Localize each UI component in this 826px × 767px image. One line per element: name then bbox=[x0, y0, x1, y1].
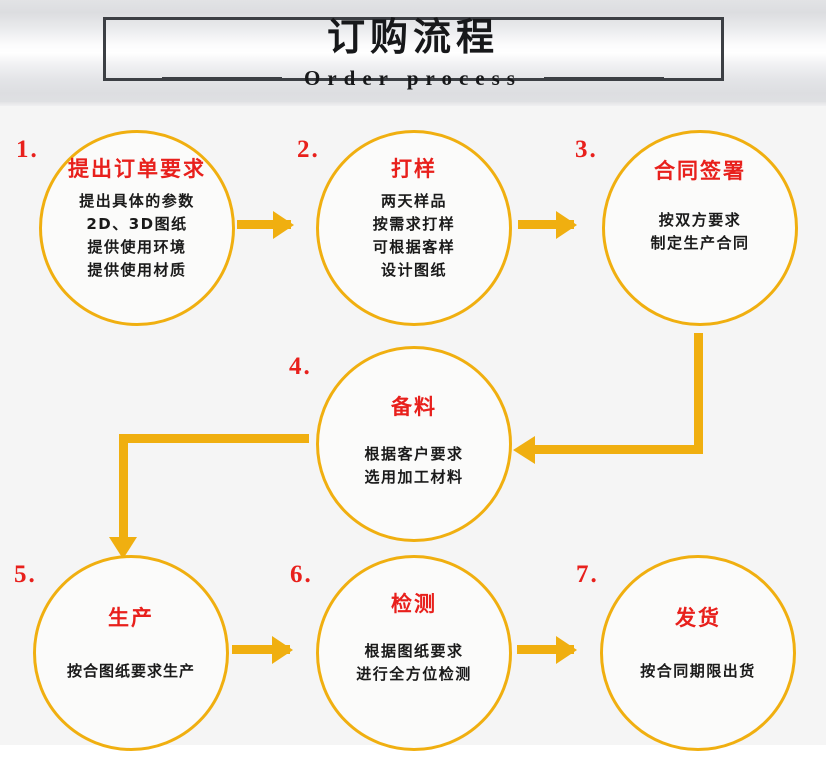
step-detail-list-3: 按双方要求 制定生产合同 bbox=[650, 209, 749, 255]
elbow-arrowhead-left bbox=[513, 436, 535, 464]
step-detail-list-6: 根据图纸要求 进行全方位检测 bbox=[356, 640, 472, 686]
process-step-node-4[interactable]: 备料 根据客户要求 选用加工材料 bbox=[316, 346, 512, 542]
elbow-horizontal-segment bbox=[533, 445, 703, 454]
step-detail-line: 根据客户要求 bbox=[364, 445, 464, 463]
step-title-2: 打样 bbox=[391, 157, 437, 181]
step-number-3: 3. bbox=[575, 136, 598, 163]
step-detail-line: 设计图纸 bbox=[380, 261, 447, 279]
subtitle-rule-right bbox=[543, 76, 664, 80]
arrow-step6-to-step7-icon bbox=[517, 645, 574, 654]
step-detail-line: 可根据客样 bbox=[372, 238, 456, 256]
elbow-vertical-segment bbox=[694, 333, 703, 445]
step-detail-line: 按合图纸要求生产 bbox=[66, 662, 195, 680]
step-title-4: 备料 bbox=[391, 395, 437, 419]
arrow-step5-to-step6-icon bbox=[232, 645, 290, 654]
page-title: 订购流程 bbox=[326, 15, 499, 59]
flow-board: 1. 2. 3. 4. 5. 6. 7. 提出订单要求 提出具体的参数 2D、3… bbox=[0, 106, 826, 751]
elbow-vertical-segment bbox=[119, 434, 128, 538]
step-detail-list-2: 两天样品 按需求打样 可根据客样 设计图纸 bbox=[373, 190, 456, 282]
step-number-4: 4. bbox=[289, 353, 312, 380]
step-title-7: 发货 bbox=[675, 606, 721, 630]
step-detail-line: 2D、3D图纸 bbox=[86, 215, 188, 233]
step-detail-line: 选用加工材料 bbox=[364, 468, 464, 486]
step-detail-line: 提出具体的参数 bbox=[79, 192, 195, 210]
step-detail-line: 制定生产合同 bbox=[650, 234, 750, 252]
subtitle-rule-left bbox=[162, 76, 283, 80]
step-detail-list-4: 根据客户要求 选用加工材料 bbox=[364, 443, 463, 489]
step-detail-list-5: 按合图纸要求生产 bbox=[67, 660, 195, 683]
elbow-horizontal-segment bbox=[119, 434, 309, 443]
step-number-5: 5. bbox=[14, 561, 37, 588]
step-number-1: 1. bbox=[16, 136, 39, 163]
process-step-node-2[interactable]: 打样 两天样品 按需求打样 可根据客样 设计图纸 bbox=[316, 130, 512, 326]
arrow-step1-to-step2-icon bbox=[237, 220, 291, 229]
step-detail-list-1: 提出具体的参数 2D、3D图纸 提供使用环境 提供使用材质 bbox=[79, 190, 195, 282]
step-number-2: 2. bbox=[297, 136, 320, 163]
header-title-frame bbox=[103, 17, 724, 81]
process-step-node-3[interactable]: 合同签署 按双方要求 制定生产合同 bbox=[602, 130, 798, 326]
arrow-step3-to-step4-icon bbox=[513, 333, 703, 464]
process-step-node-7[interactable]: 发货 按合同期限出货 bbox=[600, 555, 796, 751]
step-detail-line: 提供使用材质 bbox=[87, 261, 187, 279]
step-detail-line: 根据图纸要求 bbox=[364, 642, 464, 660]
process-step-node-6[interactable]: 检测 根据图纸要求 进行全方位检测 bbox=[316, 555, 512, 751]
page-subtitle: Order process bbox=[304, 65, 522, 90]
header-subtitle-row: Order process bbox=[0, 62, 826, 94]
arrow-step2-to-step3-icon bbox=[518, 220, 574, 229]
elbow-arrowhead-down bbox=[109, 537, 137, 559]
step-detail-line: 进行全方位检测 bbox=[356, 665, 472, 683]
step-title-6: 检测 bbox=[391, 592, 437, 616]
step-title-1: 提出订单要求 bbox=[68, 157, 206, 181]
step-detail-line: 按合同期限出货 bbox=[640, 662, 756, 680]
step-title-3: 合同签署 bbox=[654, 159, 746, 183]
arrow-step4-to-step5-icon bbox=[109, 434, 309, 559]
step-detail-line: 按双方要求 bbox=[658, 211, 742, 229]
step-detail-line: 按需求打样 bbox=[372, 215, 456, 233]
process-step-node-5[interactable]: 生产 按合图纸要求生产 bbox=[33, 555, 229, 751]
step-number-7: 7. bbox=[576, 561, 599, 588]
step-title-5: 生产 bbox=[108, 606, 154, 630]
step-detail-line: 两天样品 bbox=[380, 192, 447, 210]
bottom-margin bbox=[0, 745, 826, 767]
step-detail-line: 提供使用环境 bbox=[87, 238, 187, 256]
process-step-node-1[interactable]: 提出订单要求 提出具体的参数 2D、3D图纸 提供使用环境 提供使用材质 bbox=[39, 130, 235, 326]
step-detail-list-7: 按合同期限出货 bbox=[640, 660, 756, 683]
step-number-6: 6. bbox=[290, 561, 313, 588]
